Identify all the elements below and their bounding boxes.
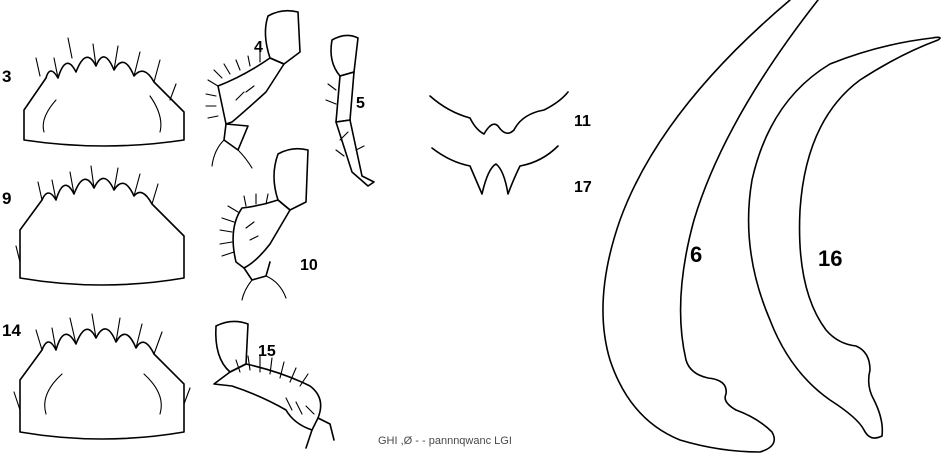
figure-9-mentum: 9	[2, 166, 184, 285]
figure-16-claw: 16	[749, 37, 940, 438]
figure-label-5: 5	[356, 95, 365, 112]
figure-label-4: 4	[254, 39, 263, 56]
figure-3-mentum: 3	[2, 38, 184, 146]
figure-5-appendage: 5	[326, 35, 374, 186]
figure-label-10: 10	[300, 257, 318, 274]
figure-10-appendage: 10	[220, 149, 318, 300]
figure-label-16: 16	[818, 246, 842, 271]
figure-14-mentum: 14	[2, 314, 190, 439]
figure-17-outline: 17	[432, 146, 592, 196]
figure-15-appendage: 15	[214, 321, 334, 448]
figure-label-14: 14	[2, 321, 21, 340]
figure-label-6: 6	[690, 242, 702, 267]
figure-4-appendage: 4	[206, 11, 300, 168]
figure-label-9: 9	[2, 189, 11, 208]
figure-11-outline: 11	[430, 92, 591, 134]
figure-label-3: 3	[2, 67, 11, 86]
figure-label-15: 15	[258, 343, 276, 360]
showthrough-text: GHI ,Ø - - pannnqwanc LGI	[378, 435, 512, 447]
figure-label-11: 11	[574, 113, 591, 130]
figure-label-17: 17	[574, 179, 592, 196]
figure-6-claw: 6	[603, 0, 818, 452]
